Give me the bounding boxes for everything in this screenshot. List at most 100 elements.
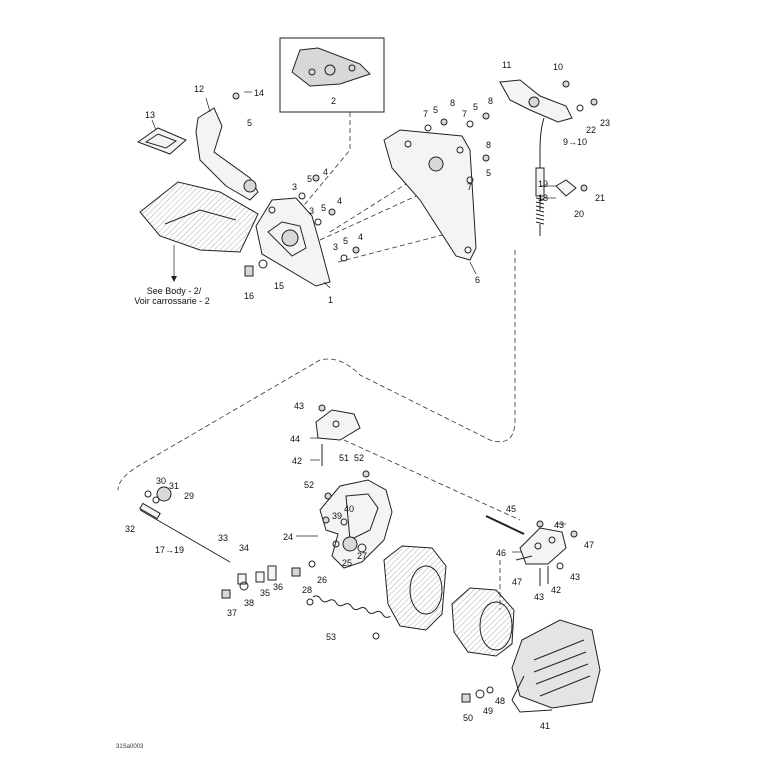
callout-5: 5 <box>473 102 478 112</box>
callout-21: 21 <box>595 193 605 203</box>
callout-8: 8 <box>450 98 455 108</box>
callout-43: 43 <box>570 572 580 582</box>
callout-53: 53 <box>326 632 336 642</box>
callout-49: 49 <box>483 706 493 716</box>
callout-2: 2 <box>331 96 336 106</box>
callout-43: 43 <box>554 520 564 530</box>
callout-31: 31 <box>169 481 179 491</box>
rod-part-45 <box>485 515 525 535</box>
inset-box <box>279 37 385 113</box>
body-note-line-2: Voir carrossarie - 2 <box>134 296 210 306</box>
callout-25: 25 <box>342 558 352 568</box>
callout-22: 22 <box>586 125 596 135</box>
arm-part-12 <box>195 107 259 201</box>
callout-13: 13 <box>145 110 155 120</box>
callout-46: 46 <box>496 548 506 558</box>
callout-9-10: 9→10 <box>563 137 587 147</box>
bushings-33-38 <box>221 565 277 599</box>
callout-5: 5 <box>321 203 326 213</box>
callout-3: 3 <box>309 206 314 216</box>
callout-7: 7 <box>467 182 472 192</box>
callout-24: 24 <box>283 532 293 542</box>
callout-8: 8 <box>488 96 493 106</box>
callout-43: 43 <box>294 401 304 411</box>
callout-42: 42 <box>551 585 561 595</box>
drawing-code: 31Sa0003 <box>116 744 144 750</box>
callout-3: 3 <box>292 182 297 192</box>
callout-4: 4 <box>337 196 342 206</box>
pump-housing <box>383 545 447 631</box>
callout-12: 12 <box>194 84 204 94</box>
plate-part-6 <box>383 129 477 261</box>
body-reference-note: See Body - 2/ Voir carrossarie - 2 <box>134 286 210 306</box>
callout-4: 4 <box>358 232 363 242</box>
callout-14: 14 <box>254 88 264 98</box>
callout-50: 50 <box>463 713 473 723</box>
callout-6: 6 <box>475 275 480 285</box>
callout-5: 5 <box>247 118 252 128</box>
callout-28: 28 <box>302 585 312 595</box>
callout-17-19: 17→19 <box>155 545 184 555</box>
lever-part-11 <box>499 79 573 123</box>
spring-part-53 <box>306 595 391 640</box>
rod-part-32 <box>139 486 231 563</box>
callout-leaders <box>151 91 566 553</box>
callout-36: 36 <box>273 582 283 592</box>
callout-45: 45 <box>506 504 516 514</box>
callout-11: 11 <box>502 60 511 70</box>
callouts: 1 2 3 3 3 4 4 4 5 5 5 5 5 5 5 6 7 7 7 8 … <box>125 60 610 731</box>
callout-5: 5 <box>307 174 312 184</box>
callout-51: 51 <box>339 453 349 463</box>
callout-23: 23 <box>600 118 610 128</box>
callout-20: 20 <box>574 209 584 219</box>
callout-7: 7 <box>462 109 467 119</box>
callout-41: 41 <box>540 721 550 731</box>
venturi-housing <box>451 587 515 657</box>
callout-19: 19 <box>538 179 548 189</box>
callout-3: 3 <box>333 242 338 252</box>
callout-34: 34 <box>239 543 249 553</box>
callout-33: 33 <box>218 533 228 543</box>
callout-32: 32 <box>125 524 135 534</box>
callout-4: 4 <box>323 167 328 177</box>
callout-42: 42 <box>292 456 302 466</box>
callout-47: 47 <box>584 540 594 550</box>
callout-5: 5 <box>486 168 491 178</box>
callout-7: 7 <box>423 109 428 119</box>
callout-10: 10 <box>553 62 563 72</box>
callout-52: 52 <box>304 480 314 490</box>
callout-43: 43 <box>534 592 544 602</box>
callout-27: 27 <box>357 551 367 561</box>
bracket-part-1 <box>255 197 331 287</box>
callout-5: 5 <box>343 236 348 246</box>
body-note-line-1: See Body - 2/ <box>147 286 202 296</box>
callout-30: 30 <box>156 476 166 486</box>
callout-47: 47 <box>512 577 522 587</box>
callout-52: 52 <box>354 453 364 463</box>
nozzle-part-41 <box>511 619 601 713</box>
callout-1: 1 <box>328 295 333 305</box>
hardware-bottom-left <box>291 470 370 577</box>
callout-44: 44 <box>290 434 300 444</box>
callout-48: 48 <box>495 696 505 706</box>
bracket-part-46 <box>515 527 578 586</box>
hardware-bottom-right <box>461 520 564 703</box>
callout-15: 15 <box>274 281 284 291</box>
callout-26: 26 <box>317 575 327 585</box>
callout-40: 40 <box>344 504 354 514</box>
callout-37: 37 <box>227 608 237 618</box>
callout-35: 35 <box>260 588 270 598</box>
lever-part-24 <box>319 479 393 569</box>
body-panel <box>139 181 259 282</box>
pedal-part-13 <box>136 127 187 155</box>
callout-39: 39 <box>332 511 342 521</box>
callout-38: 38 <box>244 598 254 608</box>
hardware-top-left <box>232 92 360 277</box>
callout-5: 5 <box>433 105 438 115</box>
callout-16: 16 <box>244 291 254 301</box>
callout-29: 29 <box>184 491 194 501</box>
cable-part-17 <box>535 117 577 236</box>
callout-18: 18 <box>538 193 548 203</box>
hardware-top-right <box>424 80 598 192</box>
